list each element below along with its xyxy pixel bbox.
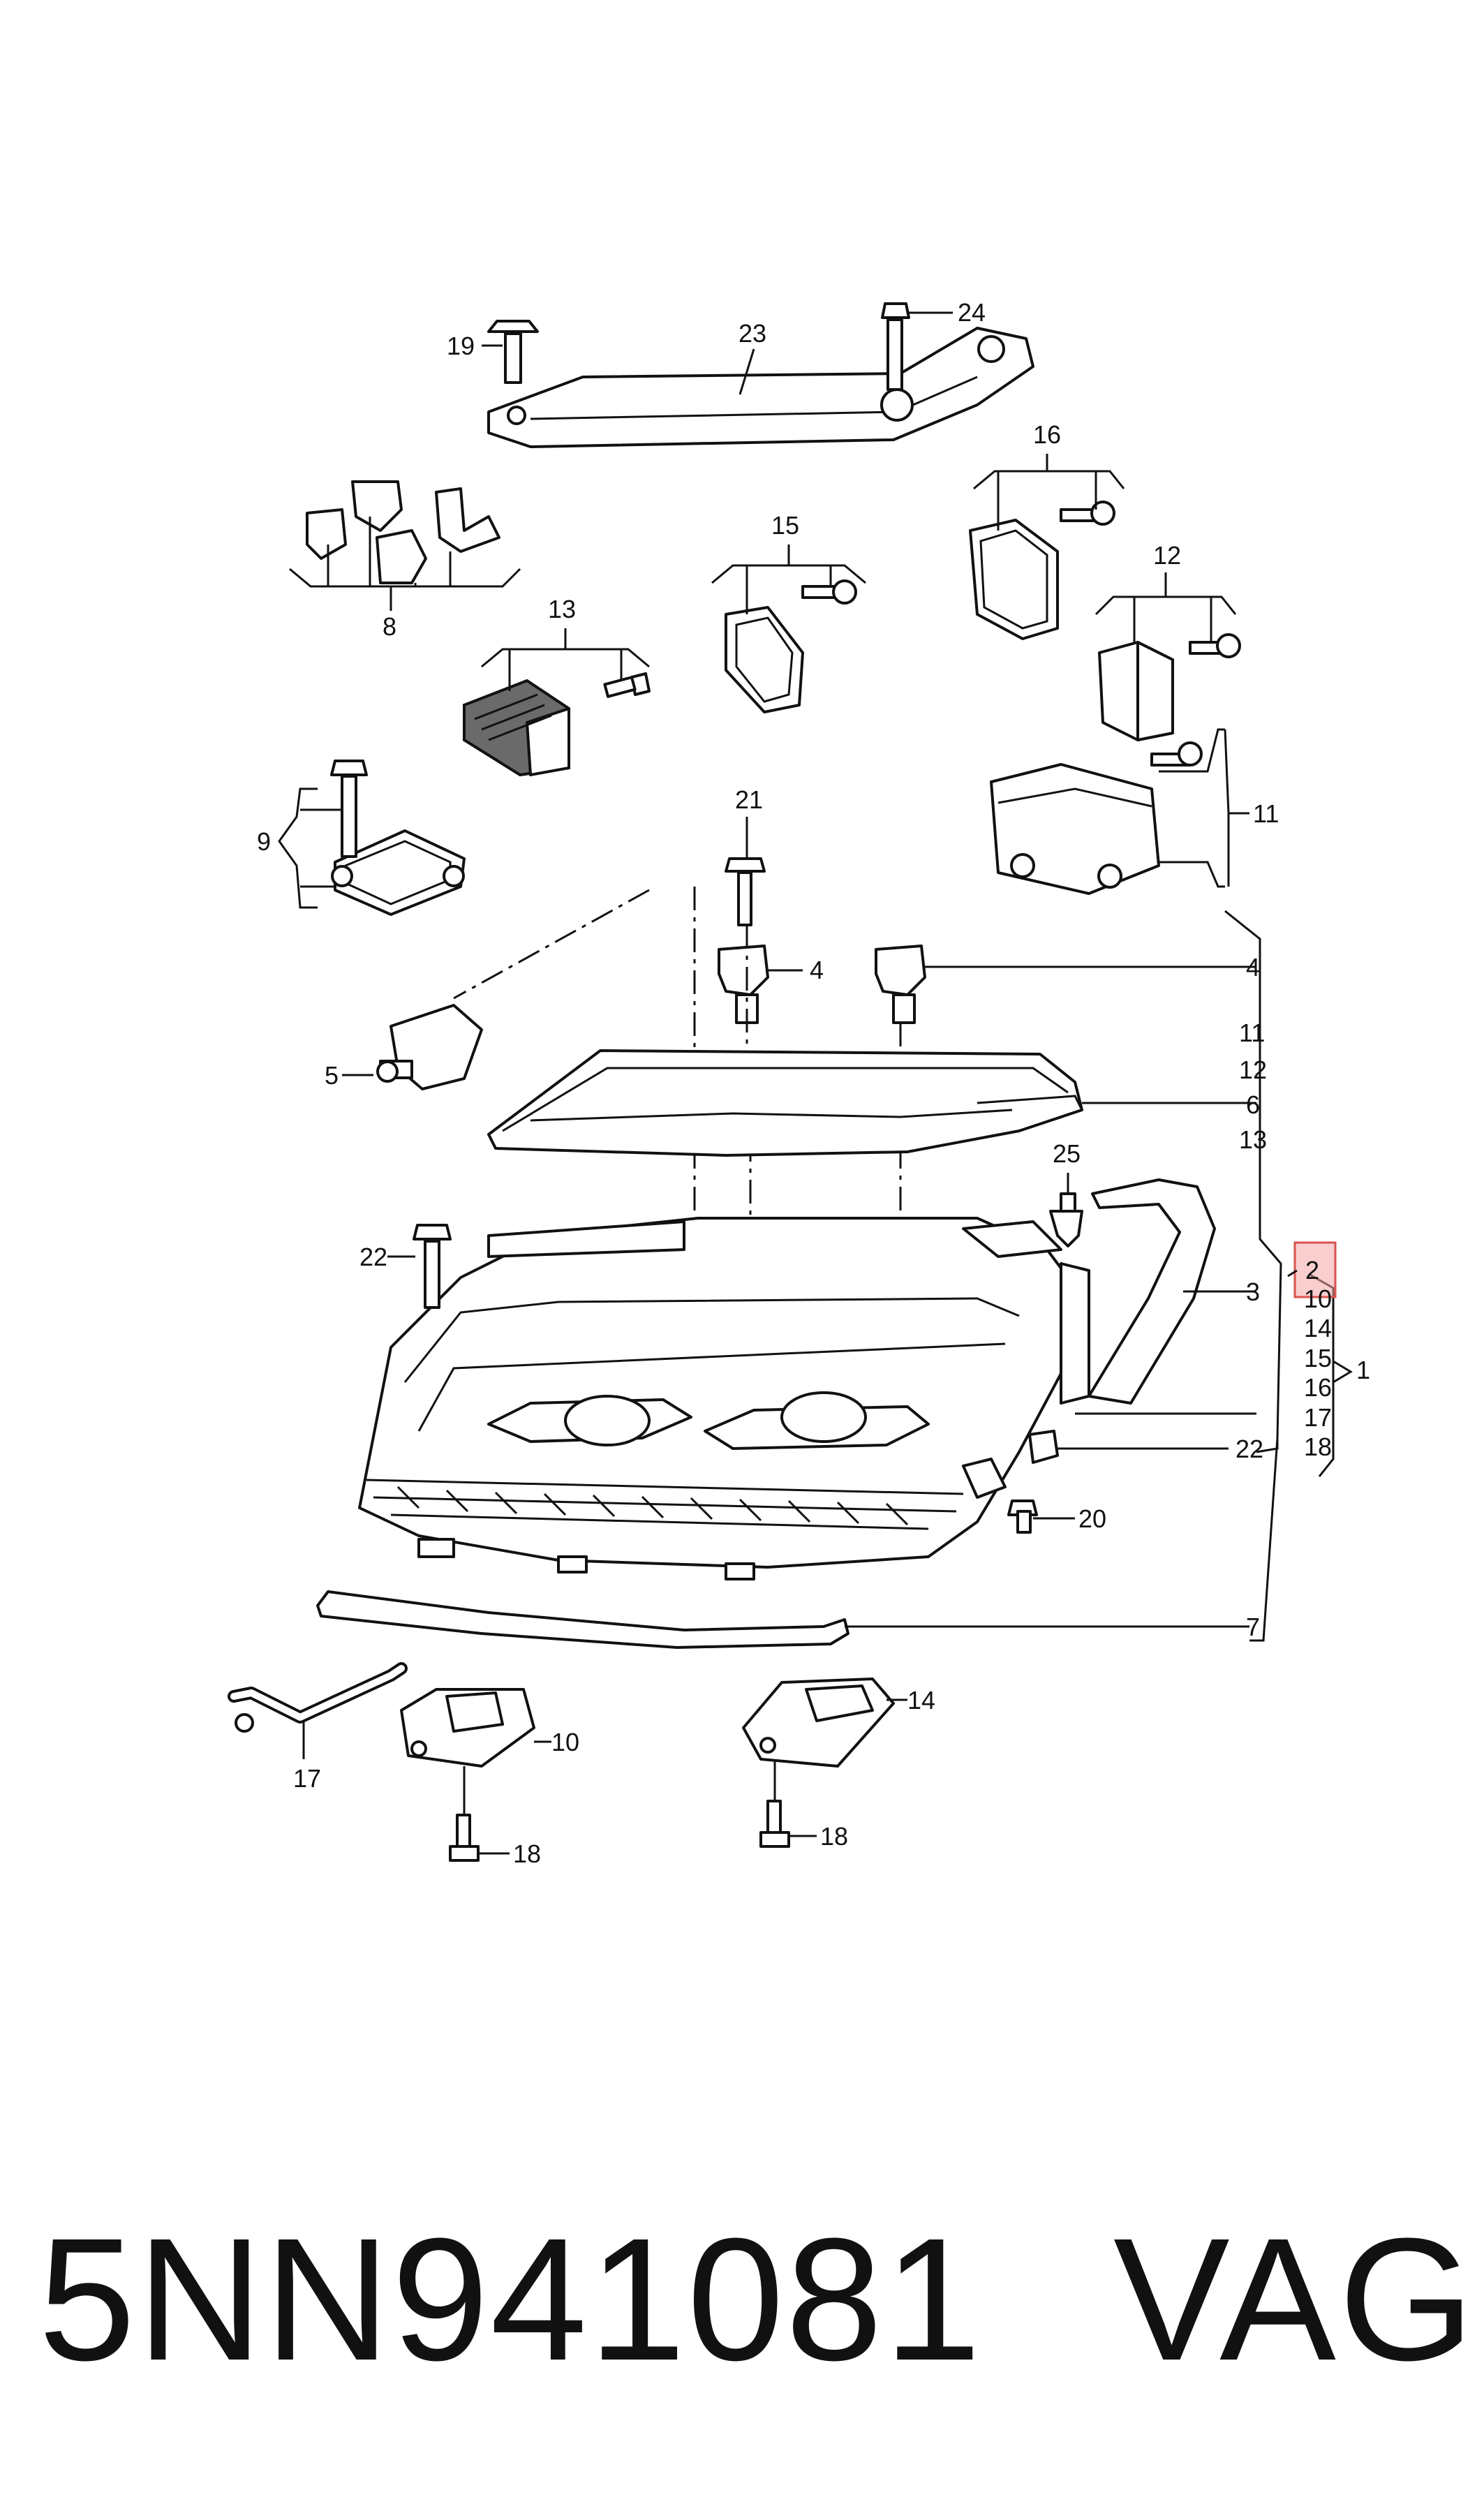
headlight-assembly bbox=[358, 1217, 1090, 1580]
screw-part-15 bbox=[801, 579, 857, 605]
callout-15-list: 15 bbox=[1304, 1344, 1332, 1372]
gasket-part-16 bbox=[969, 519, 1059, 640]
frame-part-9 bbox=[331, 829, 466, 916]
callout-7: 7 bbox=[1246, 1613, 1260, 1641]
callout-13: 13 bbox=[548, 595, 576, 623]
callout-17-list: 17 bbox=[1304, 1403, 1332, 1432]
callout-6: 6 bbox=[1246, 1090, 1260, 1119]
callout-18-left: 18 bbox=[513, 1839, 541, 1868]
callout-4-right: 4 bbox=[1246, 953, 1260, 982]
callout-17: 17 bbox=[293, 1764, 321, 1793]
callout-13-list: 13 bbox=[1239, 1125, 1267, 1154]
callout-11: 11 bbox=[1253, 799, 1279, 828]
brand-label: VAG bbox=[1113, 2202, 1478, 2397]
screw-part-19 bbox=[487, 320, 539, 384]
screw-part-12 bbox=[1189, 633, 1241, 658]
callout-10-list: 10 bbox=[1304, 1284, 1332, 1313]
callout-3: 3 bbox=[1246, 1277, 1260, 1306]
callout-24: 24 bbox=[958, 298, 986, 327]
callout-18-right: 18 bbox=[820, 1822, 848, 1851]
callout-12: 12 bbox=[1153, 541, 1181, 570]
callout-12-list: 12 bbox=[1239, 1056, 1267, 1084]
callout-14-list: 14 bbox=[1304, 1314, 1332, 1342]
callout-14: 14 bbox=[907, 1686, 935, 1715]
led-module-part-10 bbox=[400, 1688, 535, 1768]
control-unit-part-12 bbox=[1098, 641, 1174, 741]
adjuster-part-4-left bbox=[718, 945, 769, 1024]
callout-11-list: 11 bbox=[1239, 1019, 1265, 1047]
callout-21: 21 bbox=[735, 785, 763, 814]
highlight-box-callout-2 bbox=[1293, 1241, 1337, 1298]
screw-part-18-right bbox=[759, 1800, 790, 1848]
callout-1: 1 bbox=[1356, 1356, 1370, 1384]
screw-part-9 bbox=[330, 760, 368, 858]
callout-4-left: 4 bbox=[810, 956, 824, 984]
callout-16: 16 bbox=[1033, 420, 1061, 449]
clip-part-25 bbox=[1049, 1192, 1083, 1247]
motor-part-5 bbox=[376, 1004, 483, 1090]
callout-19: 19 bbox=[447, 332, 475, 360]
mounting-bracket-part-23 bbox=[487, 327, 1034, 448]
callout-25: 25 bbox=[1053, 1139, 1081, 1168]
callout-labels: 19 23 24 16 15 12 8 13 11 9 21 4 4 5 11 … bbox=[257, 298, 1370, 1868]
callout-20: 20 bbox=[1078, 1504, 1106, 1533]
part-number: 5NN941081 bbox=[38, 2202, 983, 2397]
callout-22-left: 22 bbox=[359, 1243, 387, 1271]
trim-strip-part-3 bbox=[1088, 1178, 1216, 1405]
screw-part-11 bbox=[1150, 741, 1203, 766]
brackets-part-8 bbox=[306, 480, 500, 584]
housing-cover-part-6 bbox=[487, 1049, 1083, 1157]
screw-part-16 bbox=[1060, 501, 1115, 526]
nut-part-22-right bbox=[1028, 1430, 1059, 1464]
callout-9: 9 bbox=[257, 827, 271, 856]
callout-16-list: 16 bbox=[1304, 1373, 1332, 1402]
callout-8: 8 bbox=[383, 612, 396, 641]
callout-18-list: 18 bbox=[1304, 1432, 1332, 1461]
module-part-13 bbox=[463, 679, 570, 777]
gasket-part-15 bbox=[725, 606, 804, 713]
screw-part-18-left bbox=[449, 1814, 480, 1862]
callout-5: 5 bbox=[325, 1061, 339, 1090]
callout-2: 2 bbox=[1305, 1256, 1319, 1284]
callout-10: 10 bbox=[551, 1728, 579, 1756]
screw-part-13 bbox=[603, 672, 651, 698]
led-module-part-14 bbox=[742, 1678, 895, 1768]
lower-trim-part-7 bbox=[316, 1590, 849, 1649]
screw-part-20 bbox=[1007, 1499, 1038, 1534]
adjuster-part-4-right bbox=[875, 945, 926, 1024]
callout-22-right: 22 bbox=[1236, 1435, 1263, 1463]
screw-part-21 bbox=[725, 857, 766, 926]
callout-15: 15 bbox=[771, 511, 799, 540]
control-module-part-11 bbox=[990, 763, 1160, 895]
screw-part-22-left bbox=[413, 1224, 452, 1309]
wire-part-17 bbox=[228, 1662, 408, 1733]
callout-23: 23 bbox=[739, 319, 766, 348]
bolt-part-24 bbox=[881, 302, 910, 391]
